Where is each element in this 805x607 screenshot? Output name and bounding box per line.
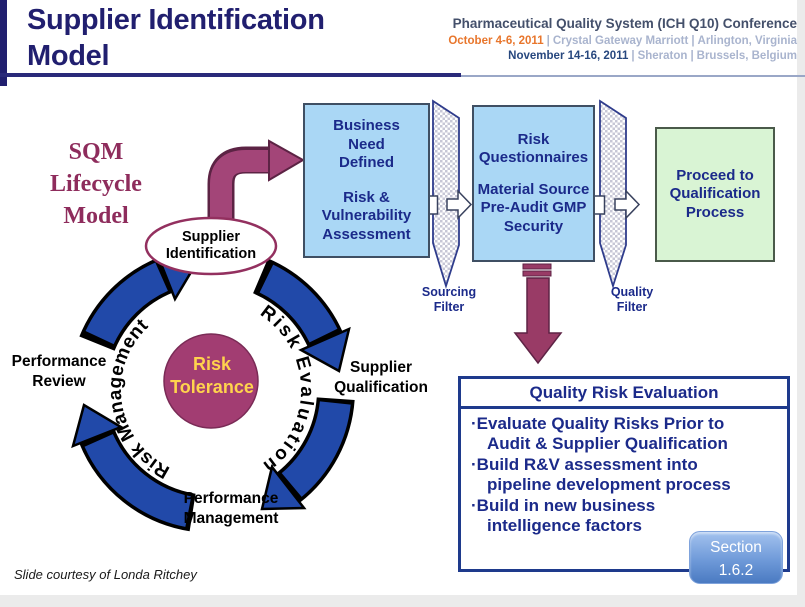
- performance-review-label: Performance Review: [11, 353, 107, 390]
- title-accent-bar: [0, 0, 7, 86]
- conference-venue-2: Sheraton: [637, 50, 688, 62]
- conference-date-line-1: October 4-6, 2011|Crystal Gateway Marrio…: [437, 34, 797, 49]
- sqm-lifecycle-heading: SQM Lifecycle Model: [18, 136, 174, 232]
- header-divider: [461, 75, 805, 77]
- supplier-identification-label: Supplier Identification: [165, 229, 257, 262]
- conference-location-1: Arlington, Virginia: [697, 35, 797, 47]
- qre-bullet-list: ·Evaluate Quality Risks Prior to Audit &…: [461, 409, 787, 535]
- sqm-heading-line3: Model: [63, 203, 129, 229]
- separator: |: [690, 50, 694, 62]
- cycle-arrow-bottom-right: [260, 396, 355, 511]
- sqm-heading-line2: Lifecycle: [50, 171, 142, 197]
- section-badge: Section 1.6.2: [689, 531, 783, 584]
- supplier-qualification-label: Supplier Qualification: [334, 359, 428, 396]
- separator: |: [546, 35, 550, 47]
- qre-title: Quality Risk Evaluation: [461, 379, 787, 409]
- down-arrow: [513, 263, 563, 365]
- risk-tolerance-circle: [163, 333, 259, 429]
- separator: |: [631, 50, 635, 62]
- conference-title: Pharmaceutical Quality System (ICH Q10) …: [452, 16, 797, 31]
- page-title: Supplier Identification Model: [27, 2, 457, 74]
- title-underline: [0, 73, 461, 77]
- business-need-box: Business Need Defined Risk & Vulnerabili…: [303, 103, 430, 258]
- risk-questionnaires-box: Risk Questionnaires Material Source Pre-…: [472, 105, 595, 262]
- sourcing-filter-label: Sourcing Filter: [421, 285, 477, 314]
- cycle-arrow-bottom-left: [71, 403, 197, 532]
- qre-bullet-2: ·Build R&V assessment into pipeline deve…: [471, 455, 731, 494]
- quality-risk-evaluation-panel: Quality Risk Evaluation ·Evaluate Qualit…: [458, 376, 790, 572]
- supplier-identification-oval: [144, 216, 278, 276]
- conference-date-2: November 14-16, 2011: [508, 50, 629, 62]
- separator: |: [691, 35, 695, 47]
- conference-venue-1: Crystal Gateway Marriott: [552, 35, 689, 47]
- quality-filter-shape: [599, 99, 627, 290]
- page-title-line2: Model: [27, 40, 110, 72]
- conference-date-1: October 4-6, 2011: [448, 35, 544, 47]
- cycle-arrow-top-right: [252, 258, 351, 373]
- proceed-to-qualification-box: Proceed to Qualification Process: [655, 127, 775, 262]
- qre-bullet-3: ·Build in new business intelligence fact…: [471, 496, 656, 535]
- conference-header: Pharmaceutical Quality System (ICH Q10) …: [437, 16, 797, 64]
- sqm-heading-line1: SQM: [68, 139, 124, 165]
- slide-credit: Slide courtesy of Londa Ritchey: [14, 567, 197, 582]
- elbow-arrow: [207, 139, 306, 243]
- quality-filter-label: Quality Filter: [610, 285, 654, 314]
- risk-tolerance-label: Risk Tolerance: [170, 354, 254, 397]
- conference-location-2: Brussels, Belgium: [696, 50, 797, 62]
- qre-bullet-1: ·Evaluate Quality Risks Prior to Audit &…: [471, 414, 728, 453]
- sourcing-filter-shape: [432, 99, 460, 290]
- page-title-line1: Supplier Identification: [27, 4, 325, 36]
- conference-date-line-2: November 14-16, 2011|Sheraton|Brussels, …: [437, 49, 797, 64]
- performance-management-label: Performance Management: [183, 490, 279, 527]
